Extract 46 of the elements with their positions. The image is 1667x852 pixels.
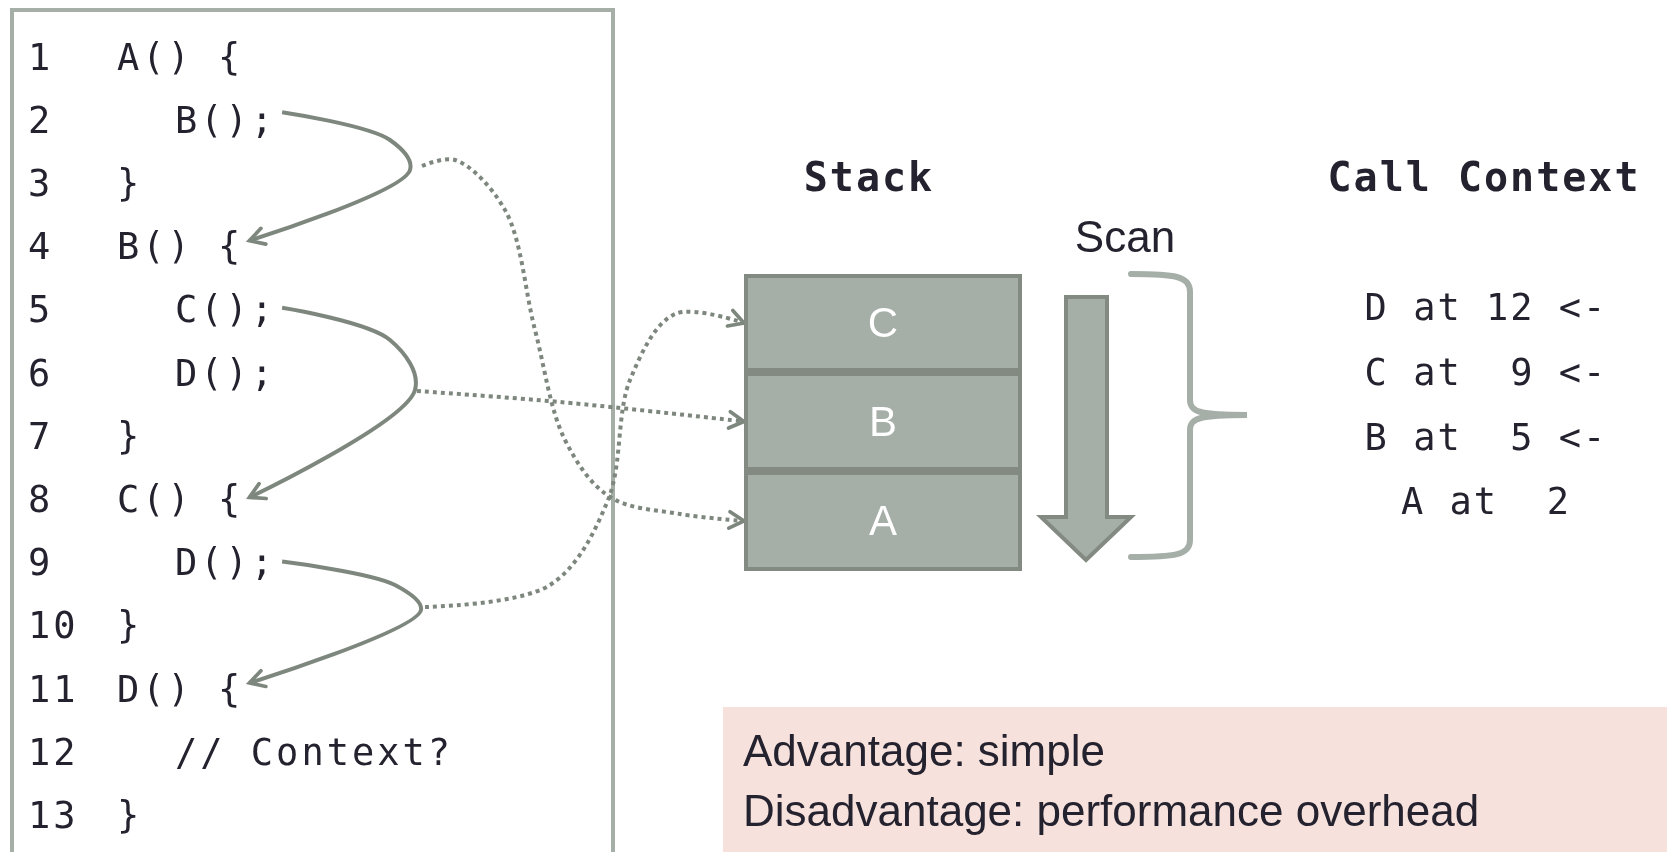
code-text: } xyxy=(117,604,143,648)
context-entry: A at 2 xyxy=(1401,482,1571,520)
code-text: B() { xyxy=(117,225,244,269)
arrow xyxy=(416,389,746,430)
code-text: // Context? xyxy=(175,730,454,774)
code-text: D(); xyxy=(175,351,277,395)
code-text: D(); xyxy=(175,541,277,585)
heading: Stack xyxy=(803,157,935,197)
code-text: } xyxy=(117,414,143,458)
arrow xyxy=(421,157,746,530)
arrow xyxy=(247,110,413,246)
line-number: 5 xyxy=(28,288,54,332)
line-number: 4 xyxy=(28,225,54,269)
heading: Call Context xyxy=(1327,157,1641,197)
line-number: 11 xyxy=(28,667,79,711)
line-number: 10 xyxy=(28,604,79,648)
stack-frame: C xyxy=(744,274,1022,372)
code-listing-panel xyxy=(10,8,615,852)
context-entry: C at 9 <- xyxy=(1364,353,1608,391)
label: Scan xyxy=(1074,215,1176,259)
line-number: 9 xyxy=(28,541,54,585)
code-text: A() { xyxy=(117,35,244,79)
context-entry: B at 5 <- xyxy=(1364,418,1608,456)
code-text: B(); xyxy=(175,98,277,142)
code-text: D() { xyxy=(117,667,244,711)
code-text: C() { xyxy=(117,477,244,521)
code-text: C(); xyxy=(175,288,277,332)
line-number: 2 xyxy=(28,98,54,142)
note-text: Advantage: simple xyxy=(743,725,1105,777)
line-number: 8 xyxy=(28,477,54,521)
line-number: 1 xyxy=(28,35,54,79)
arrow xyxy=(247,559,423,689)
arrow xyxy=(424,308,746,609)
context-entry: D at 12 <- xyxy=(1364,288,1608,326)
line-number: 7 xyxy=(28,414,54,458)
arrow xyxy=(247,305,418,501)
line-number: 3 xyxy=(28,161,54,205)
note-text: Disadvantage: performance overhead xyxy=(743,785,1480,837)
line-number: 13 xyxy=(28,793,79,837)
code-text: } xyxy=(117,793,143,837)
line-number: 6 xyxy=(28,351,54,395)
stack-frame: A xyxy=(744,471,1022,571)
line-number: 12 xyxy=(28,730,79,774)
code-text: } xyxy=(117,161,143,205)
stack-frame: B xyxy=(744,372,1022,471)
note-panel xyxy=(723,707,1667,852)
